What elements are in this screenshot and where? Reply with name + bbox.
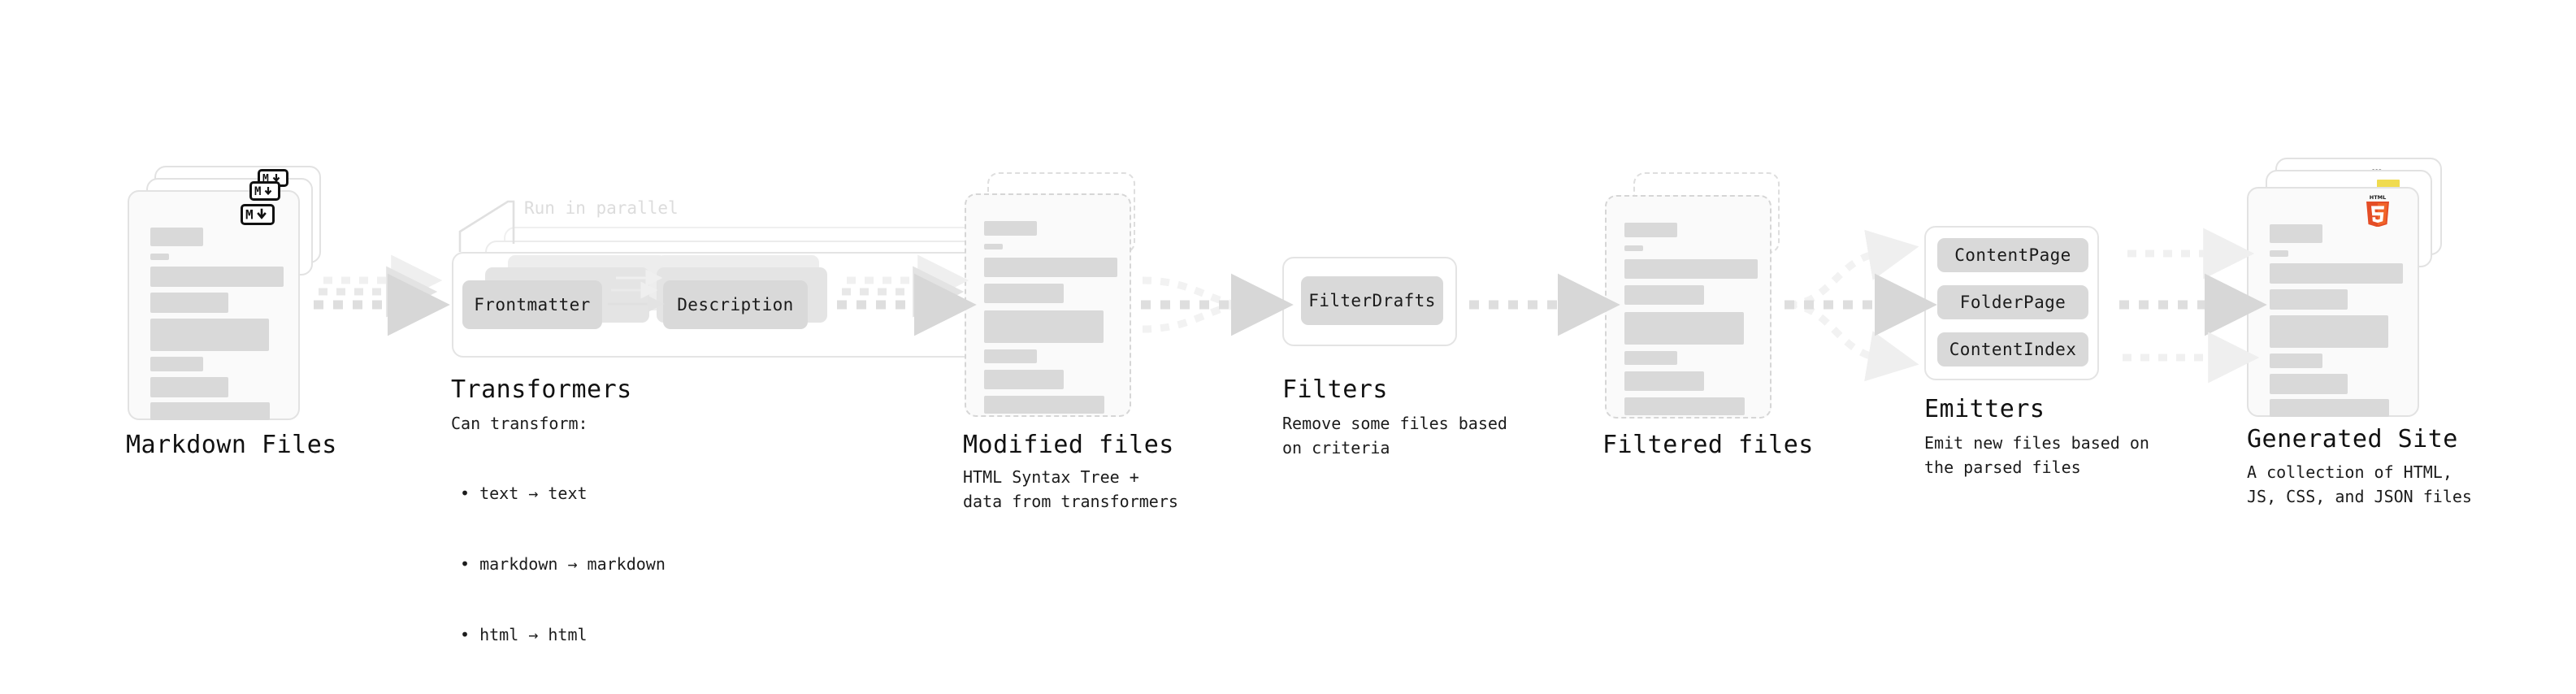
markdown-badge-mid: M — [249, 181, 280, 201]
svg-text:M: M — [262, 173, 269, 183]
doc-bar — [2270, 289, 2348, 310]
svg-text:M: M — [245, 208, 254, 221]
doc-bar — [2270, 224, 2322, 243]
transformers-bullet-item: • markdown → markdown — [460, 554, 666, 574]
doc-bar — [984, 284, 1064, 303]
doc-bar — [1624, 397, 1745, 415]
stage-title-transformers: Transformers — [451, 375, 632, 404]
transformers-bullet-item: • text → text — [460, 484, 588, 503]
transformer-chip-frontmatter[interactable]: Frontmatter — [462, 280, 602, 329]
doc-bar — [1624, 259, 1758, 279]
doc-bar — [984, 310, 1104, 343]
doc-bar — [150, 228, 203, 246]
generated-file-card-front — [2247, 187, 2419, 417]
connector-markdown-to-transformers — [314, 254, 450, 336]
doc-bar — [1624, 351, 1677, 365]
doc-bar — [2270, 354, 2322, 368]
emitter-chip-contentindex[interactable]: ContentIndex — [1937, 332, 2088, 367]
doc-bar — [1624, 223, 1677, 237]
doc-bar — [984, 370, 1064, 389]
doc-bar — [984, 349, 1037, 363]
markdown-badge: M — [241, 204, 275, 225]
doc-bar — [984, 396, 1104, 414]
doc-bar — [984, 221, 1037, 236]
doc-bar — [2270, 374, 2348, 394]
doc-bar — [2270, 250, 2288, 257]
connector-emitters-to-site — [2119, 228, 2267, 384]
doc-bar — [1624, 371, 1704, 391]
doc-bar — [2270, 263, 2403, 284]
stage-title-modified-files: Modified files — [963, 431, 1174, 459]
emitters-group: ContentPage FolderPage ContentIndex — [1924, 226, 2099, 380]
doc-bar — [150, 402, 270, 420]
stage-title-filters: Filters — [1282, 375, 1388, 404]
connector-modified-to-filters — [1141, 273, 1294, 336]
stage-desc-filters: Remove some files based on criteria — [1282, 414, 1507, 458]
run-in-parallel-note: Run in parallel — [524, 198, 679, 218]
stage-desc-modified-files: HTML Syntax Tree + data from transformer… — [963, 467, 1178, 511]
markdown-glyph: M — [245, 208, 267, 221]
transformers-bullet-item: • html → html — [460, 625, 588, 644]
emitter-chip-contentpage[interactable]: ContentPage — [1937, 238, 2088, 272]
transformers-bullets: • text → text • markdown → markdown • ht… — [460, 435, 666, 694]
markdown-file-card-front — [128, 190, 300, 420]
doc-bar — [150, 319, 269, 351]
modified-file-card-front — [965, 193, 1131, 417]
stage-desc-transformers: Can transform: — [451, 414, 588, 433]
emitter-chip-folderpage[interactable]: FolderPage — [1937, 285, 2088, 319]
stage-title-filtered-files: Filtered files — [1602, 431, 1814, 459]
transformer-chip-description[interactable]: Description — [663, 280, 808, 329]
doc-bar — [150, 293, 228, 313]
filter-chip-filterdrafts[interactable]: FilterDrafts — [1301, 276, 1443, 325]
doc-bar — [1624, 312, 1744, 345]
svg-text:HTML: HTML — [2370, 194, 2386, 201]
html5-badge: HTML — [2363, 193, 2392, 227]
doc-bar — [150, 377, 228, 397]
stage-desc-emitters: Emit new files based on the parsed files — [1924, 433, 2149, 477]
filters-group: FilterDrafts — [1282, 257, 1457, 346]
doc-bar — [1624, 245, 1643, 251]
doc-bar — [984, 244, 1003, 249]
svg-text:M: M — [254, 185, 261, 197]
doc-bar — [2270, 315, 2388, 348]
doc-bar — [150, 267, 284, 287]
stage-title-emitters: Emitters — [1924, 395, 2045, 423]
markdown-glyph-mid: M — [254, 185, 272, 197]
filtered-file-card-front — [1605, 195, 1772, 419]
stage-title-markdown-files: Markdown Files — [126, 431, 337, 459]
doc-bar — [1624, 285, 1704, 305]
doc-bar — [2270, 399, 2389, 417]
doc-bar — [150, 254, 169, 260]
doc-bar — [150, 357, 203, 371]
markdown-glyph-back: M — [262, 173, 280, 183]
stage-desc-generated-site: A collection of HTML, JS, CSS, and JSON … — [2247, 462, 2472, 506]
connector-filtered-to-emitters — [1785, 229, 1937, 382]
doc-bar — [984, 258, 1117, 277]
stage-title-generated-site: Generated Site — [2247, 425, 2458, 453]
